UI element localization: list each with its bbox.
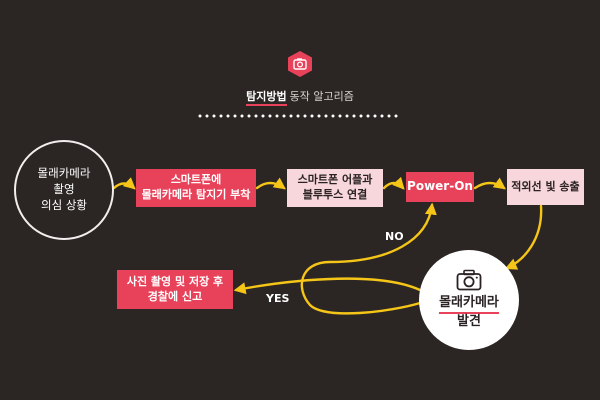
title-strong: 탐지방법 <box>246 90 287 106</box>
start-node-suspicion: 몰래카메라 촬영 의심 상황 <box>14 140 114 240</box>
arrow-attach-to-bluetooth <box>255 177 286 190</box>
dotted-divider <box>198 114 404 118</box>
header-camera-icon <box>286 50 314 78</box>
arrow-power-to-infrared <box>473 177 506 190</box>
report-line-1: 사진 촬영 및 저장 후 <box>126 274 224 288</box>
step3-line-1: Power-On <box>407 179 473 194</box>
result-line-1: 몰래카메라 <box>439 295 499 314</box>
camera-icon <box>456 269 482 291</box>
arrow-start-to-attach <box>112 177 136 190</box>
title-rest: 동작 알고리즘 <box>289 90 354 103</box>
step2-line-1: 스마트폰 어플과 <box>297 173 373 187</box>
start-line-2: 촬영 <box>53 182 75 197</box>
step1-line-1: 스마트폰에 <box>170 173 222 187</box>
result-node-camera-found: 몰래카메라 발견 <box>419 250 519 350</box>
step1-line-2: 몰래카메라 탐지기 부착 <box>141 188 251 201</box>
step-power-on: Power-On <box>406 172 474 202</box>
arrow-infrared-to-found <box>504 204 543 270</box>
result-line-2: 발견 <box>457 314 481 329</box>
start-line-3: 의심 상황 <box>41 197 87 212</box>
step4-line-1: 적외선 빛 송출 <box>511 179 580 193</box>
step-attach-detector: 스마트폰에 몰래카메라 탐지기 부착 <box>136 169 256 207</box>
arrow-found-to-power-no <box>300 202 437 315</box>
step-bluetooth-connect: 스마트폰 어플과 블루투스 연결 <box>287 169 383 207</box>
step-report-police: 사진 촬영 및 저장 후 경찰에 신고 <box>117 270 233 309</box>
step2-line-2: 블루투스 연결 <box>302 188 368 201</box>
start-line-1: 몰래카메라 <box>37 166 91 181</box>
report-line-2: 경찰에 신고 <box>147 289 203 303</box>
arrow-found-to-report-yes <box>233 277 422 295</box>
step-infrared-emission: 적외선 빛 송출 <box>507 169 584 205</box>
arrow-bluetooth-to-power <box>382 176 405 190</box>
branch-label-no: NO <box>385 230 404 243</box>
branch-label-yes: YES <box>266 292 290 305</box>
